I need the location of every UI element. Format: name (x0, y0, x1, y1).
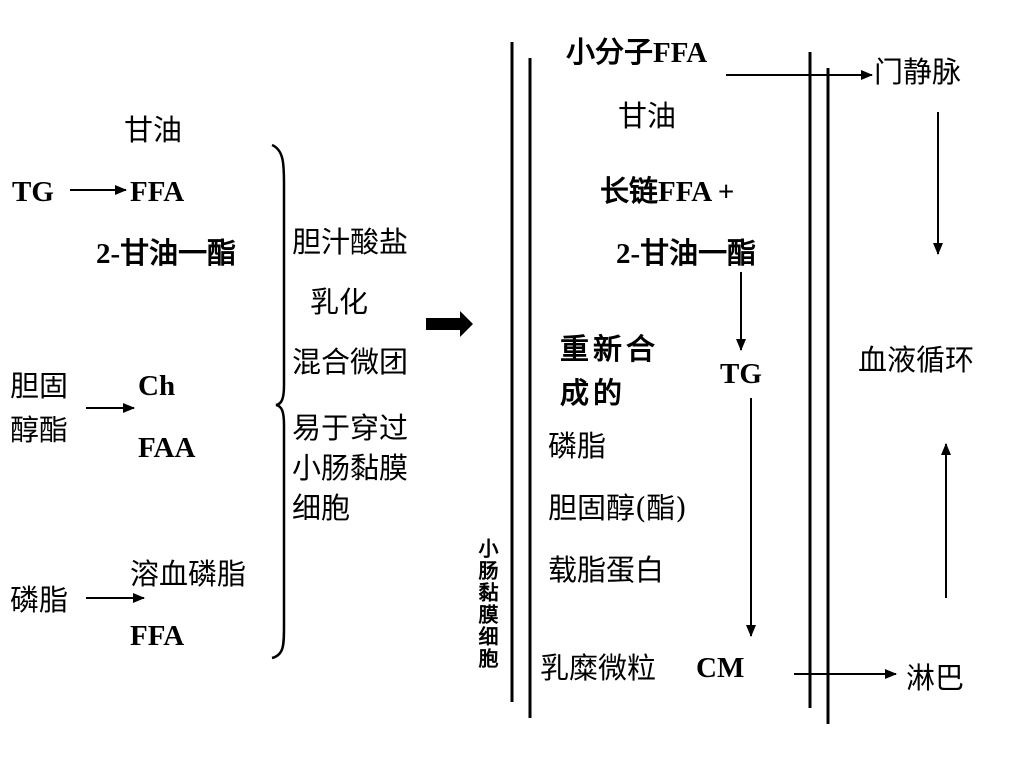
label-tg-left: TG (12, 176, 54, 208)
label-glycerol-left: 甘油 (124, 113, 183, 147)
label-blood-circulation: 血液循环 (858, 343, 975, 377)
label-monoglyceride-left: 2-甘油一酯 (96, 238, 237, 270)
label-mixed-micelle: 混合微团 (292, 345, 409, 379)
label-ch: Ch (138, 370, 176, 402)
label-ffa-left: FFA (130, 176, 185, 208)
label-lymph: 淋巴 (906, 661, 965, 695)
label-resynthesized-line2: 成的 (560, 378, 627, 410)
label-portal-vein: 门静脉 (874, 55, 962, 89)
label-cm: CM (696, 652, 745, 684)
label-cholesteryl-ester-line1: 胆固 (10, 369, 69, 403)
label-tg-cell: TG (720, 358, 762, 390)
label-faa: FAA (138, 432, 196, 464)
label-intestinal-mucosa-cell: 小肠黏膜细胞 (475, 538, 499, 670)
label-phospholipid-cell: 磷脂 (548, 429, 607, 463)
label-cholesterol-ester: 胆固醇(酯) (548, 491, 687, 525)
label-ffa-bottom: FFA (130, 620, 185, 652)
label-cholesteryl-ester-line2: 醇酯 (10, 413, 69, 447)
label-phospholipid-left: 磷脂 (10, 583, 69, 617)
label-emulsify: 乳化 (310, 285, 369, 319)
label-easy-pass-line1: 易于穿过 (292, 411, 409, 445)
label-chylomicron: 乳糜微粒 (540, 651, 657, 685)
label-lysophospholipid: 溶血磷脂 (130, 557, 247, 591)
label-bile-salt: 胆汁酸盐 (292, 225, 409, 259)
label-glycerol-cell: 甘油 (618, 99, 677, 133)
label-resynthesized-line1: 重新合 (560, 334, 660, 366)
label-monoglyceride-cell: 2-甘油一酯 (616, 238, 757, 270)
label-easy-pass-line2: 小肠黏膜 (292, 451, 409, 485)
curly-brace (271, 143, 286, 660)
label-small-molecule-ffa: 小分子FFA (566, 37, 708, 69)
block-arrow (426, 311, 473, 337)
label-long-chain-ffa: 长链FFA + (600, 176, 735, 208)
label-apolipoprotein: 载脂蛋白 (548, 553, 665, 587)
label-easy-pass-line3: 细胞 (292, 491, 351, 525)
